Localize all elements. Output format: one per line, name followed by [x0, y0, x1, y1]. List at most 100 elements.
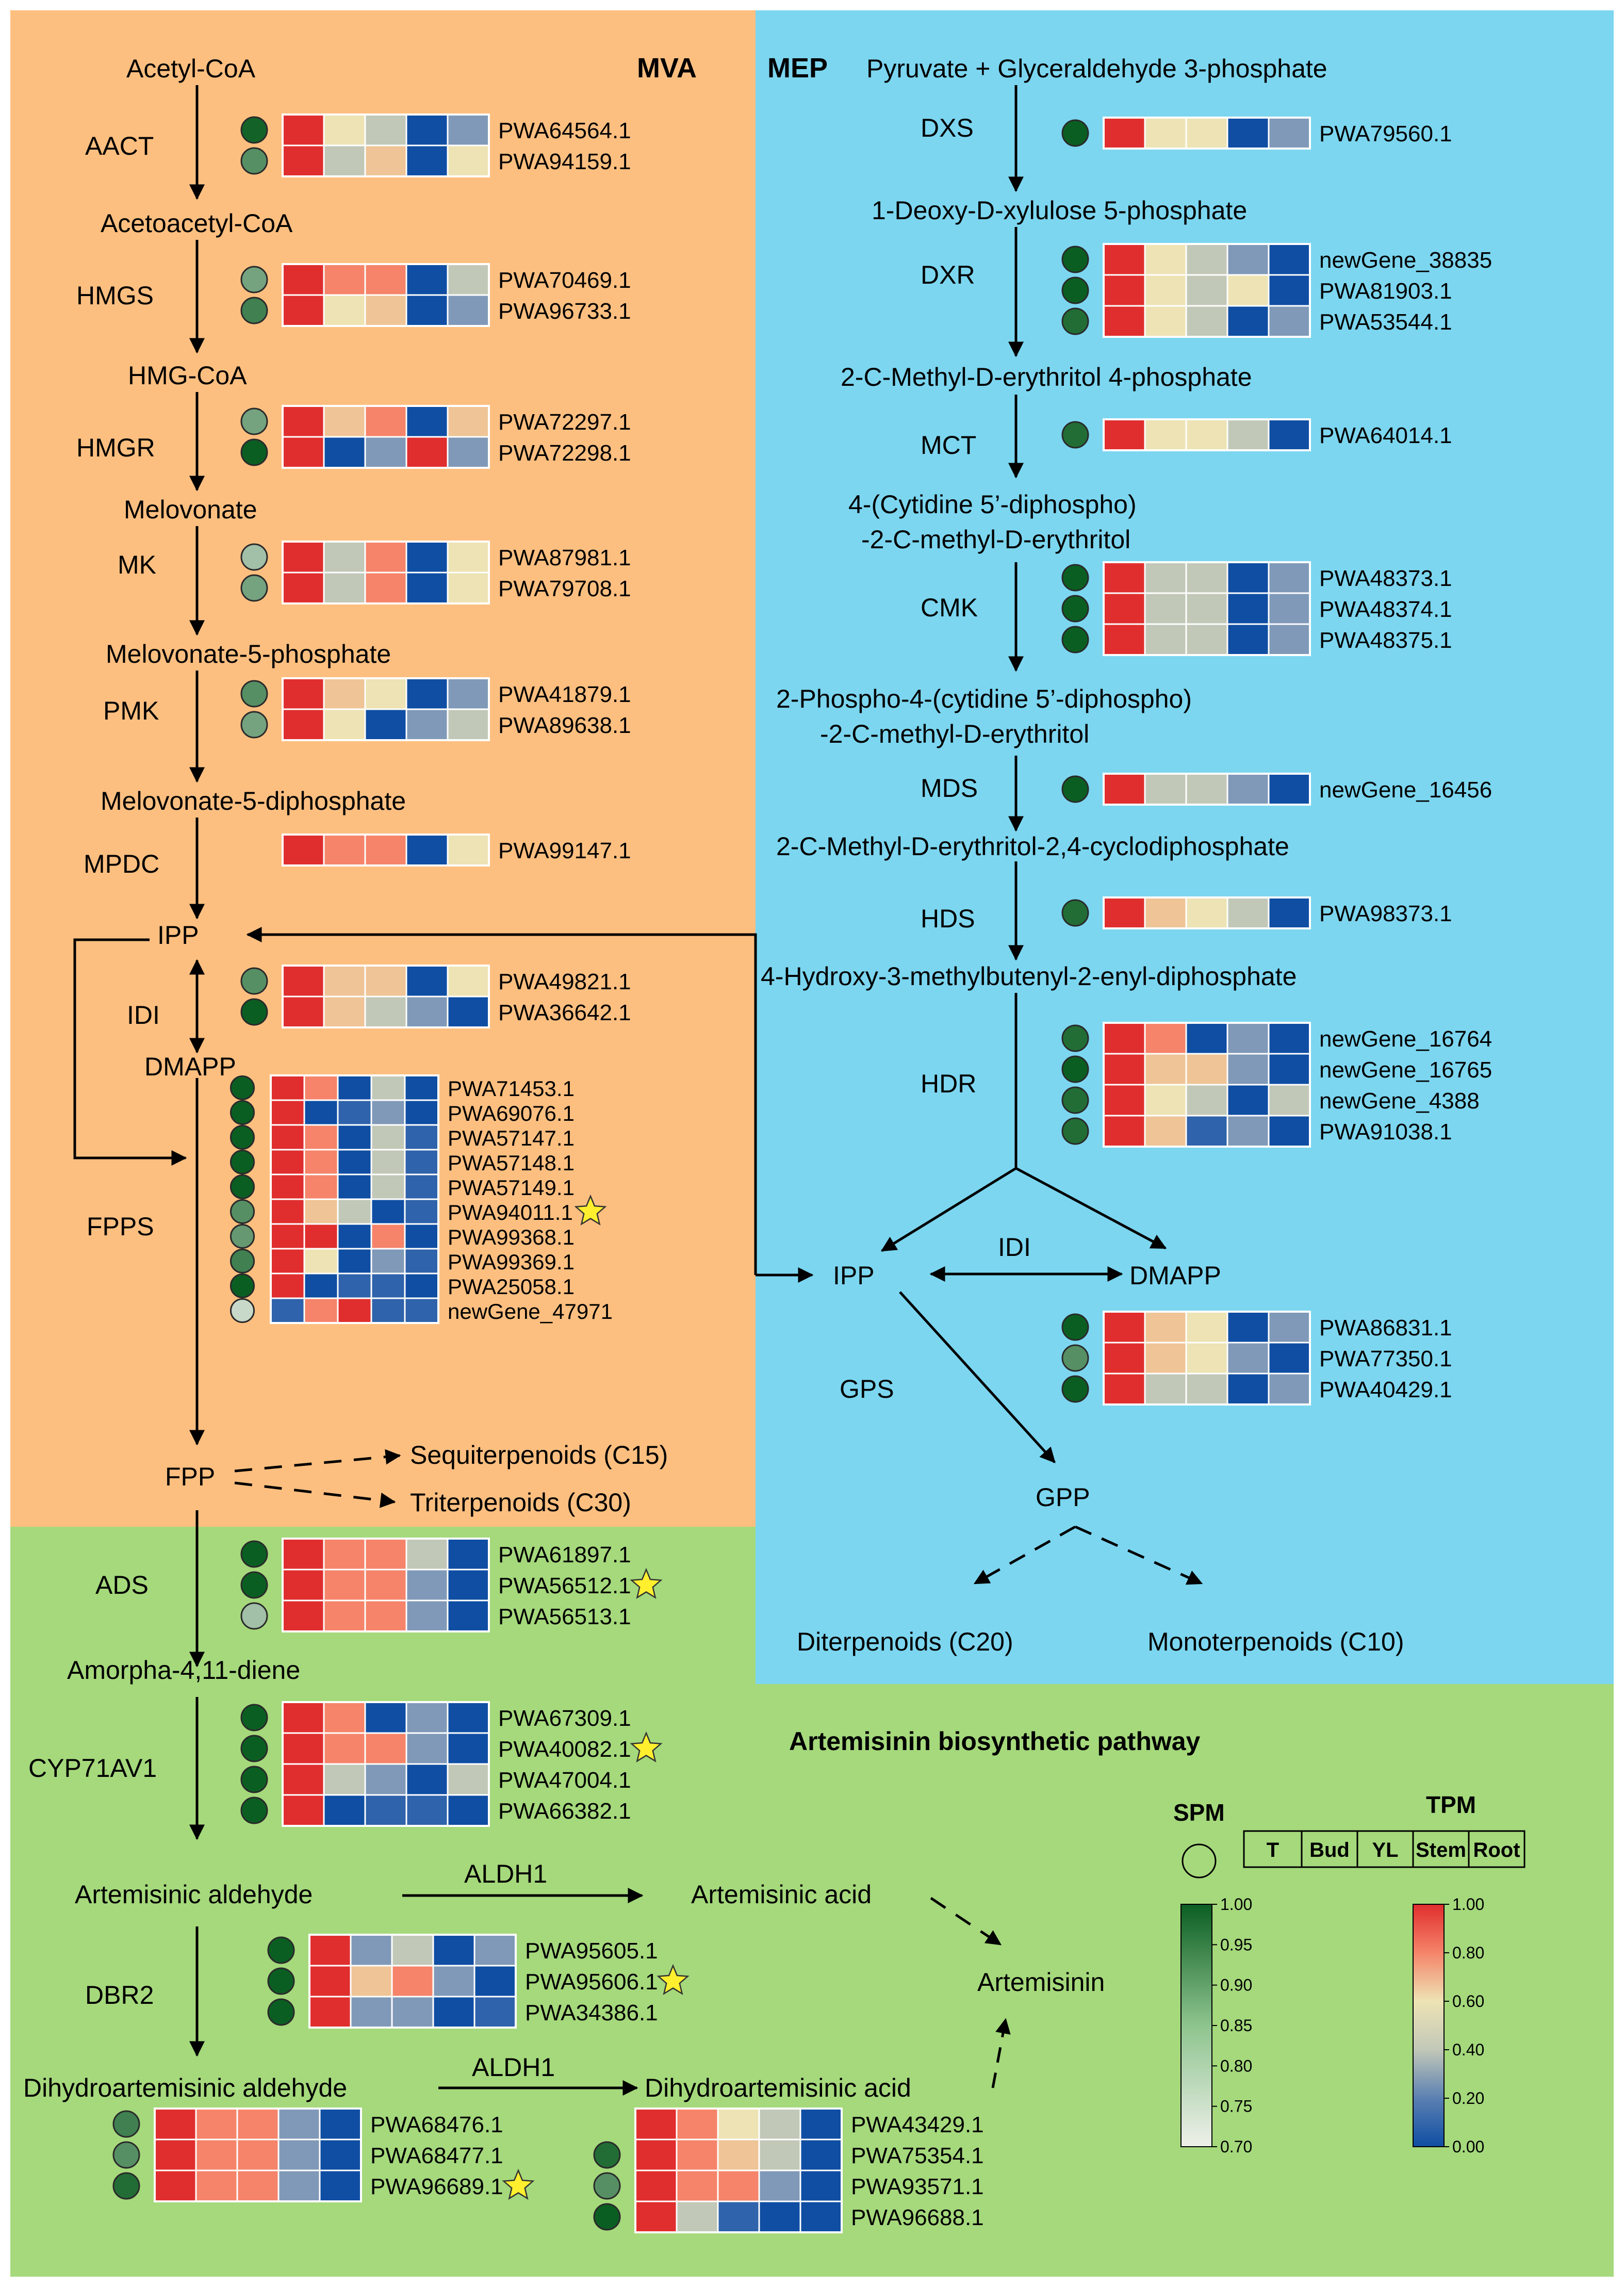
- heatmap-cell: [195, 2138, 238, 2171]
- sequiterpenoids: Sequiterpenoids (C15): [410, 1441, 668, 1469]
- heatmap-cell: [364, 708, 407, 741]
- heatmap-cell: [432, 1965, 475, 1998]
- spm-dot: [593, 2203, 621, 2231]
- spm-dot: [1061, 1086, 1089, 1114]
- dihydroartemisinic-aldehyde: Dihydroartemisinic aldehyde: [23, 2073, 347, 2102]
- gene-id: PWA40429.1: [1319, 1377, 1452, 1402]
- mva-dmapp: DMAPP: [144, 1052, 236, 1081]
- heatmap-border: [1103, 1022, 1311, 1148]
- heatmap-row: PWA56513.1: [240, 1599, 631, 1632]
- spm-legend-circle: [1182, 1843, 1217, 1878]
- heatmap-border: [1103, 243, 1311, 338]
- heatmap-cell: [1144, 1373, 1187, 1406]
- heatmap-cell: [282, 1763, 325, 1796]
- heatmap-cell: [337, 1198, 372, 1225]
- spm-dot: [229, 1174, 255, 1200]
- enzyme-gps: GPS: [840, 1375, 894, 1403]
- heatmap-cell: [717, 2108, 760, 2141]
- enzyme-mct: MCT: [921, 431, 976, 460]
- heatmap-hdr-14: newGene_16764newGene_16765newGene_4388PW…: [1061, 1022, 1492, 1148]
- heatmap-cell: [1103, 1053, 1146, 1086]
- amorpha-diene: Amorpha-4,11-diene: [67, 1656, 300, 1685]
- heatmap-cell: [1185, 896, 1228, 929]
- heatmap-border: [270, 1074, 439, 1324]
- tissue-label: Bud: [1309, 1839, 1350, 1861]
- heatmap-row: PWA56512.1: [240, 1567, 663, 1602]
- gene-id: PWA43429.1: [851, 2112, 984, 2137]
- heatmap-row: PWA99147.1: [282, 834, 631, 867]
- heatmap-border: [1103, 561, 1311, 656]
- heatmap-cell: [282, 1538, 325, 1571]
- heatmap-row: PWA43429.1: [634, 2108, 984, 2141]
- heatmap-cell: [1144, 561, 1187, 594]
- spm-dot: [240, 1796, 268, 1824]
- heatmap-row: newGene_47971: [229, 1297, 613, 1324]
- heatmap-cell: [282, 1599, 325, 1632]
- enzyme-mds: MDS: [921, 774, 978, 803]
- spm-ticks: 1.000.950.900.850.800.750.70: [1212, 1895, 1252, 2156]
- spm-dot: [267, 1967, 295, 1995]
- heatmap-fpps-7: PWA71453.1PWA69076.1PWA57147.1PWA57148.1…: [229, 1074, 613, 1324]
- heatmap-cell: [1103, 418, 1146, 451]
- heatmap-cell: [364, 1599, 407, 1632]
- heatmap-row: PWA91038.1: [1061, 1115, 1452, 1148]
- heatmap-cell: [1268, 243, 1311, 276]
- heatmap-border: [154, 2108, 362, 2202]
- heatmap-cell: [1103, 773, 1146, 806]
- tissue-label: YL: [1372, 1839, 1398, 1861]
- gene-id: newGene_16765: [1319, 1057, 1492, 1083]
- heatmap-cell: [1144, 305, 1187, 338]
- heatmap-cell: [1103, 1084, 1146, 1117]
- heatmap-cell: [634, 2169, 678, 2202]
- heatmap-cell: [405, 571, 449, 605]
- spm-dot: [1061, 276, 1089, 304]
- gene-id: PWA72298.1: [498, 440, 631, 466]
- heatmap-cell: [758, 2169, 801, 2202]
- heatmap-row: PWA79560.1: [1061, 117, 1452, 150]
- colorbar-tick-label: 0.95: [1220, 1935, 1252, 1954]
- heatmap-cell: [337, 1074, 372, 1101]
- heatmap-cell: [350, 1934, 393, 1967]
- heatmap-cell: [1103, 1022, 1146, 1055]
- heatmap-cell: [319, 2108, 362, 2141]
- spm-dot: [1061, 1055, 1089, 1083]
- heatmap-cell: [364, 1794, 407, 1827]
- heatmap-cell: [364, 571, 407, 605]
- heatmap-cell: [405, 677, 449, 710]
- heatmap-cell: [370, 1099, 406, 1126]
- gene-id: PWA68477.1: [370, 2143, 503, 2168]
- spm-dot: [1061, 421, 1089, 449]
- gene-id: PWA96688.1: [851, 2205, 984, 2230]
- heatmap-row: PWA48373.1: [1061, 561, 1452, 594]
- spm-dot: [1061, 1117, 1089, 1145]
- heatmap-cell: [1103, 561, 1146, 594]
- gene-id: PWA64014.1: [1319, 423, 1452, 448]
- enzyme-dxr: DXR: [921, 260, 975, 289]
- spm-dot: [229, 1075, 255, 1101]
- heatmap-cell: [364, 1763, 407, 1796]
- heatmap-cell: [337, 1124, 372, 1151]
- gene-id: PWA93571.1: [851, 2174, 984, 2199]
- heatmap-mct-10: PWA64014.1: [1061, 418, 1452, 451]
- spm-dot: [240, 1704, 268, 1731]
- heatmap-cell: [323, 436, 366, 469]
- heatmap-cell: [1226, 274, 1270, 307]
- heatmap-cell: [282, 405, 325, 438]
- heatmap-cell: [1226, 117, 1270, 150]
- gene-id: PWA53544.1: [1319, 309, 1452, 335]
- heatmap-cell: [1144, 1022, 1187, 1055]
- heatmap-cell: [404, 1223, 439, 1250]
- gene-id: PWA86831.1: [1319, 1315, 1452, 1341]
- enzyme-fpps: FPPS: [87, 1212, 154, 1241]
- spm-dot: [1061, 119, 1089, 147]
- tissue-label: T: [1267, 1839, 1279, 1861]
- colorbar-tick-label: 0.80: [1220, 2056, 1252, 2075]
- heatmap-cell: [319, 2138, 362, 2171]
- heatmap-row: PWA94159.1: [240, 144, 631, 177]
- heatmap-cell: [447, 405, 490, 438]
- heatmap-border: [634, 2108, 843, 2233]
- heatmap-cell: [1103, 243, 1146, 276]
